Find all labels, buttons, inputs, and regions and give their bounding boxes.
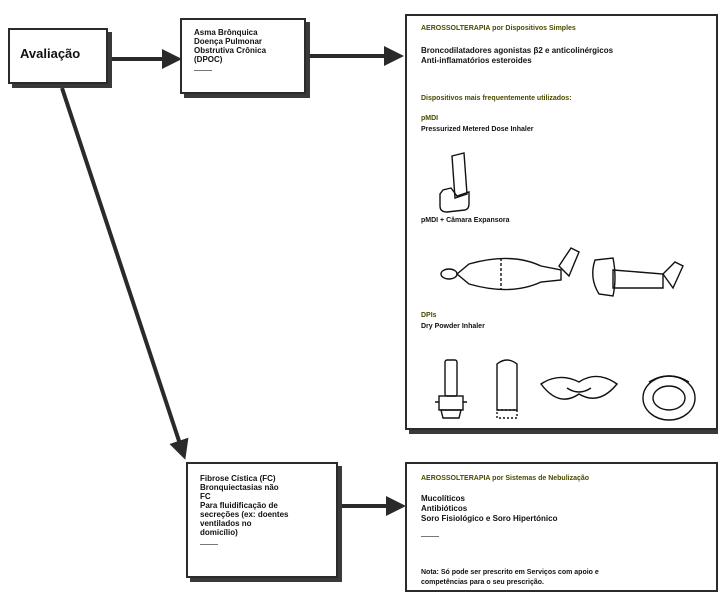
- neb-drug-3: Soro Fisiológico e Soro Hipertónico: [421, 514, 558, 523]
- fq-line-3: FC: [200, 492, 211, 501]
- spacer-chamber-illustration: [440, 247, 580, 291]
- avaliacao-box: Avaliação: [8, 28, 108, 84]
- asthma-line-1: Asma Brônquica: [194, 28, 258, 37]
- asthma-divider: [194, 70, 212, 71]
- devices-heading: Dispositivos mais frequentemente utiliza…: [421, 95, 572, 102]
- fq-line-7: domicílio): [200, 528, 238, 537]
- asthma-line-3: Obstrutiva Crônica: [194, 46, 267, 55]
- pmdi-inhaler-illustration: [439, 152, 470, 213]
- dpi-diskus-illustration: [642, 375, 696, 421]
- avaliacao-label: Avaliação: [20, 46, 81, 61]
- fq-divider: [200, 544, 218, 545]
- pmdi-full: Pressurized Metered Dose Inhaler: [421, 126, 534, 133]
- nebulization-box: AEROSSOLTERAPIA por Sistemas de Nebuliza…: [405, 462, 718, 592]
- neb-note-line-2: competências para o seu prescrição.: [421, 579, 544, 586]
- asthma-dpoc-box: Asma Brônquica Doença Pulmonar Obstrutiv…: [180, 18, 306, 94]
- fq-line-4: Para fluidificação de: [200, 501, 278, 510]
- spacer-label: pMDI + Câmara Expansora: [421, 217, 510, 224]
- fq-line-6: ventilados no: [200, 519, 252, 528]
- dpi-handihaler-illustration: [539, 375, 619, 400]
- fq-line-2: Bronquiectasias não: [200, 483, 279, 492]
- dpi-full: Dry Powder Inhaler: [421, 323, 485, 330]
- neb-drug-1: Mucolíticos: [421, 494, 466, 503]
- neb-note-line-1: Nota: Só pode ser prescrito em Serviços …: [421, 569, 599, 576]
- asthma-line-2: Doença Pulmonar: [194, 37, 263, 46]
- arrow-avaliacao-to-fq: [60, 87, 189, 460]
- simple-drug-2: Anti-inflamatórios esteroides: [421, 56, 532, 65]
- pmdi-abbr: pMDI: [421, 115, 439, 122]
- fq-box: Fibrose Cística (FC) Bronquiectasias não…: [186, 462, 338, 578]
- simple-drug-1: Broncodilatadores agonistas β2 e anticol…: [421, 46, 614, 55]
- dpi-aerolizer-illustration: [435, 359, 467, 419]
- simple-title: AEROSSOLTERAPIA por Dispositivos Simples: [421, 25, 576, 32]
- fq-line-1: Fibrose Cística (FC): [200, 474, 276, 483]
- simple-devices-box: AEROSSOLTERAPIA por Dispositivos Simples…: [405, 14, 718, 430]
- spacer-mask-illustration: [592, 257, 684, 297]
- asthma-line-4: (DPOC): [194, 55, 223, 64]
- neb-title: AEROSSOLTERAPIA por Sistemas de Nebuliza…: [421, 475, 590, 482]
- fq-line-5: secreções (ex: doentes: [200, 510, 289, 519]
- dpi-abbr: DPIs: [421, 312, 437, 319]
- dpi-turbuhaler-illustration: [496, 359, 518, 419]
- neb-divider: [421, 536, 439, 537]
- neb-drug-2: Antibióticos: [421, 504, 468, 513]
